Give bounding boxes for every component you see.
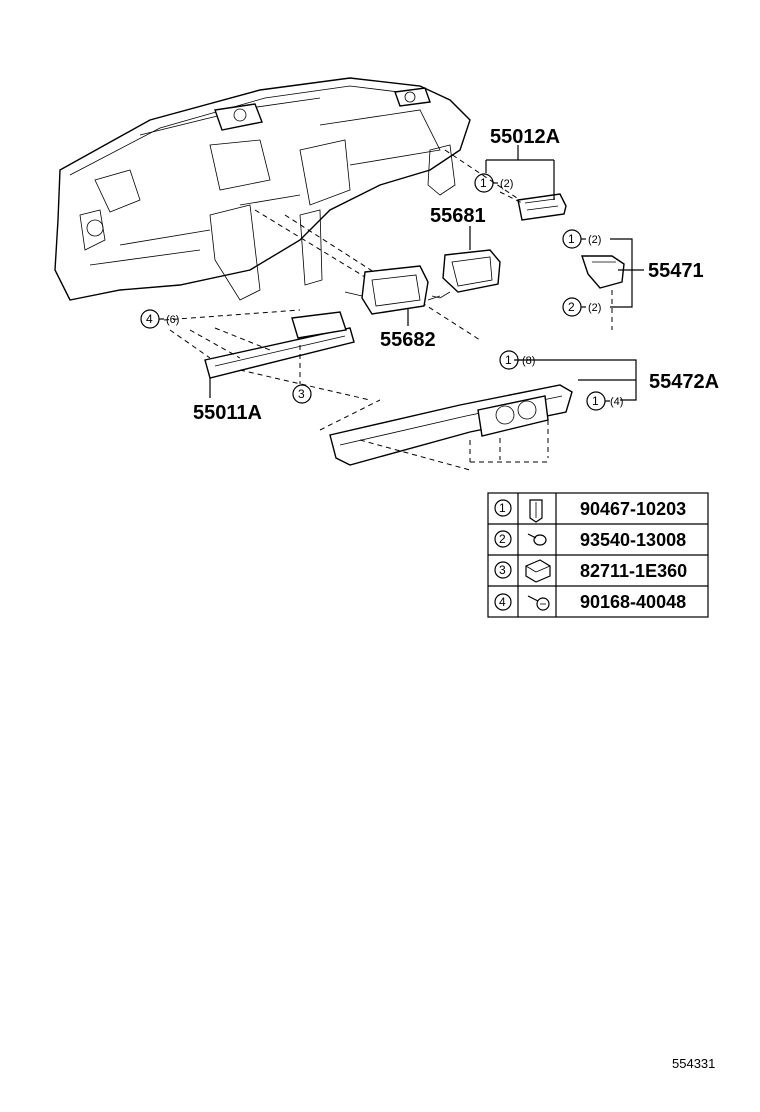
legend-part-number-2: 93540-13008	[580, 530, 686, 550]
label-55472A: 55472A	[649, 371, 719, 393]
qty-55012A: (2)	[500, 178, 513, 190]
fastener-legend-table: 1 90467-10203 2 93540-13008 3 82711-1E36…	[487, 492, 709, 618]
callout-1: 1	[505, 353, 512, 367]
qty-55471-1: (2)	[588, 234, 601, 246]
legend-num-1: 1	[499, 501, 506, 515]
legend-part-number-1: 90467-10203	[580, 499, 686, 519]
legend-num-3: 3	[499, 563, 506, 577]
label-55011A: 55011A	[193, 402, 262, 424]
callout-2: 2	[568, 300, 575, 314]
bolt-icon	[527, 595, 550, 611]
clip-icon	[529, 499, 543, 523]
part-55682-drawing	[344, 265, 441, 315]
callout-1: 1	[592, 394, 599, 408]
part-55471-drawing	[581, 255, 625, 289]
diagram-code: 554331	[672, 1056, 715, 1071]
legend-num-4: 4	[499, 595, 506, 609]
label-55681: 55681	[430, 205, 486, 227]
callouts-group: 1 (2) 1 (2) 2 (2) 4 (6) 3 1 (8) 1 (4)	[140, 173, 623, 411]
legend-part-number-4: 90168-40048	[580, 592, 686, 612]
part-55011A-drawing	[204, 311, 355, 379]
nut-icon	[525, 559, 551, 583]
qty-55011A-4: (6)	[166, 314, 179, 326]
qty-55472A-4: (4)	[610, 396, 623, 408]
legend-part-number-3: 82711-1E360	[580, 561, 687, 581]
part-55012A-drawing	[517, 193, 567, 221]
label-55471: 55471	[648, 260, 704, 282]
qty-55472A-1: (8)	[522, 355, 535, 367]
part-55681-drawing	[431, 249, 501, 299]
screw-icon	[527, 533, 547, 546]
instrument-panel-drawing	[54, 77, 471, 301]
legend-num-2: 2	[499, 532, 506, 546]
callout-4: 4	[146, 312, 153, 326]
callout-1: 1	[480, 176, 487, 190]
label-55012A: 55012A	[490, 126, 560, 148]
callout-3: 3	[298, 387, 305, 401]
callout-1: 1	[568, 232, 575, 246]
label-55682: 55682	[380, 329, 436, 351]
part-55472A-drawing	[329, 384, 573, 466]
part-labels: 55012A 55681 55471 55682 55472A 55011A	[193, 126, 719, 424]
qty-55471-2: (2)	[588, 302, 601, 314]
